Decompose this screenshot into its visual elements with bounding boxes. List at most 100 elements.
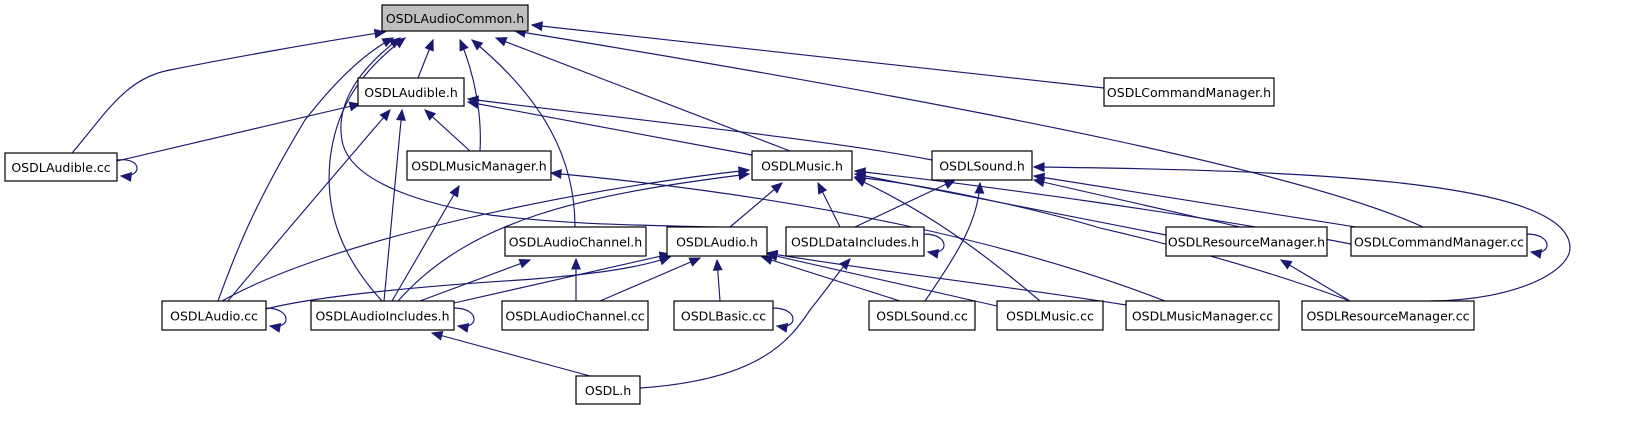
edge-arrowhead xyxy=(712,258,723,271)
edge-resmgrh-to-musich xyxy=(853,171,1167,236)
edge-line xyxy=(550,172,1166,302)
node-box xyxy=(996,300,1104,331)
edge-arrowhead xyxy=(974,181,985,194)
edge-arrowhead xyxy=(449,184,460,198)
edge-arrowhead xyxy=(393,37,407,49)
node-cmdmgrh[interactable]: OSDLCommandManager.h xyxy=(1103,77,1275,107)
edge-line xyxy=(397,173,750,302)
node-label: OSDLAudioIncludes.h xyxy=(315,309,449,324)
node-audioh[interactable]: OSDLAudio.h xyxy=(666,226,768,257)
edge-arrowhead xyxy=(430,330,444,341)
edge-line xyxy=(227,109,391,302)
edge-dataincl-to-soundh xyxy=(854,179,957,228)
node-box xyxy=(1165,226,1328,257)
node-label: OSDLAudioChannel.h xyxy=(509,235,642,250)
edge-arrowhead xyxy=(424,109,437,121)
edge-line xyxy=(1280,259,1351,302)
edge-cmdmgrh-to-common xyxy=(530,21,1105,89)
node-box xyxy=(501,300,649,331)
edge-cmdmgrcc-to-cmdmgrcc xyxy=(1526,233,1548,259)
node-label: OSDLMusicManager.cc xyxy=(1132,309,1273,324)
node-resmgrcc[interactable]: OSDLResourceManager.cc xyxy=(1301,300,1475,331)
node-musicmgrcc[interactable]: OSDLMusicManager.cc xyxy=(1125,300,1280,331)
edge-audiocc-to-audible xyxy=(227,109,391,302)
node-box xyxy=(673,300,774,331)
node-musicmgrh[interactable]: OSDLMusicManager.h xyxy=(406,150,552,181)
edge-osdlh-to-dataincl xyxy=(639,258,851,389)
node-box xyxy=(504,226,647,257)
edge-audioincl-to-audible xyxy=(383,108,406,302)
node-channelh[interactable]: OSDLAudioChannel.h xyxy=(504,226,647,257)
edge-musicmgrcc-to-audioh xyxy=(765,249,1127,306)
edge-musicmgrh-to-common xyxy=(459,38,481,152)
node-label: OSDLAudio.h xyxy=(676,235,758,250)
edge-channelcc-to-audioh xyxy=(599,257,702,302)
edge-resmgrcc-to-resmgrh xyxy=(1279,259,1351,302)
node-musiccc[interactable]: OSDLMusic.cc xyxy=(996,300,1104,331)
edge-arrowhead xyxy=(379,109,391,122)
node-resmgrh[interactable]: OSDLResourceManager.h xyxy=(1165,226,1328,257)
node-soundh[interactable]: OSDLSound.h xyxy=(931,150,1033,181)
node-label: OSDLAudioCommon.h xyxy=(386,11,524,26)
node-label: OSDL.h xyxy=(585,383,631,398)
edge-resmgrh-to-soundh xyxy=(1032,177,1241,228)
edge-line xyxy=(383,109,403,302)
edge-channelh-to-common xyxy=(471,39,576,228)
node-box xyxy=(4,152,118,182)
node-cmdmgrcc[interactable]: OSDLCommandManager.cc xyxy=(1350,226,1528,257)
edge-line xyxy=(766,252,1127,306)
node-audible[interactable]: OSDLAudible.h xyxy=(357,77,465,107)
edge-line xyxy=(599,257,701,302)
node-osdlh[interactable]: OSDL.h xyxy=(575,375,641,405)
node-dataincl[interactable]: OSDLDataIncludes.h xyxy=(785,226,925,257)
node-audiblecc[interactable]: OSDLAudible.cc xyxy=(4,152,118,182)
edge-line xyxy=(854,179,956,228)
node-box xyxy=(1103,77,1275,107)
node-musich[interactable]: OSDLMusic.h xyxy=(751,150,853,181)
node-label: OSDLSound.h xyxy=(939,159,1025,174)
edge-arrowhead xyxy=(943,179,957,189)
edge-line xyxy=(471,39,576,228)
node-common[interactable]: OSDLAudioCommon.h xyxy=(381,4,529,32)
edge-arrowhead xyxy=(1032,172,1046,183)
edge-musich-to-audible xyxy=(466,99,753,156)
node-audiocc[interactable]: OSDLAudio.cc xyxy=(161,300,267,331)
edge-soundcc-to-soundh xyxy=(924,181,985,302)
edge-dataincl-to-dataincl xyxy=(923,233,945,259)
edge-audiocc-to-common xyxy=(217,37,395,302)
nodes-layer: OSDLAudioCommon.hOSDLCommandManager.hOSD… xyxy=(4,4,1528,405)
node-basiccc[interactable]: OSDLBasic.cc xyxy=(673,300,774,331)
edge-line xyxy=(761,256,901,302)
edge-line xyxy=(495,37,791,152)
edge-audioh-to-common xyxy=(340,37,718,228)
edge-line xyxy=(1033,179,1241,228)
edge-audioincl-to-audioh xyxy=(453,251,672,304)
node-box xyxy=(931,150,1033,181)
node-label: OSDLAudio.cc xyxy=(170,309,258,324)
node-label: OSDLMusic.h xyxy=(761,159,843,174)
edge-arrowhead xyxy=(466,95,480,106)
node-channelcc[interactable]: OSDLAudioChannel.cc xyxy=(501,300,649,331)
edge-line xyxy=(265,307,287,328)
node-box xyxy=(1350,226,1528,257)
edge-dataincl-to-musich xyxy=(817,181,841,228)
edge-line xyxy=(453,253,671,304)
edge-line xyxy=(766,253,998,307)
edge-cmdmgrcc-to-common xyxy=(513,27,1424,228)
edge-arrowhead xyxy=(471,39,484,51)
node-box xyxy=(406,150,552,181)
edge-arrowhead xyxy=(348,101,362,112)
edge-arrowhead xyxy=(1529,249,1543,259)
node-audioincl[interactable]: OSDLAudioIncludes.h xyxy=(310,300,455,331)
edge-musicmgrcc-to-musicmgrh xyxy=(549,169,1166,302)
node-soundcc[interactable]: OSDLSound.cc xyxy=(868,300,976,331)
edge-line xyxy=(328,37,406,302)
edge-arrowhead xyxy=(119,172,132,182)
edge-arrowhead xyxy=(571,257,581,270)
edge-arrowhead xyxy=(396,108,406,121)
edge-audiblecc-to-audiblecc xyxy=(116,159,138,182)
edge-line xyxy=(772,307,794,328)
node-label: OSDLAudible.h xyxy=(364,85,458,100)
edge-line xyxy=(924,182,981,302)
